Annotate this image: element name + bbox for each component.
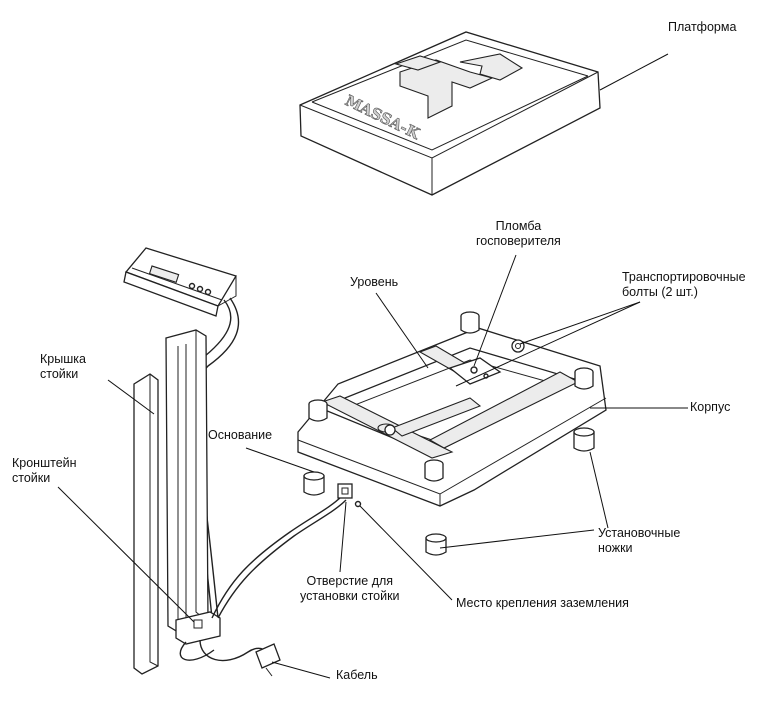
label-transport-bolts-line2: болты (2 шт.) — [622, 285, 698, 299]
label-stand-hole: Отверстие для установки стойки — [300, 574, 400, 604]
label-seal: Пломба госповерителя — [476, 219, 561, 249]
label-ground-point: Место крепления заземления — [456, 596, 629, 611]
label-cover: Крышка стойки — [40, 352, 86, 382]
label-level-text: Уровень — [350, 275, 399, 289]
label-transport-bolts: Транспортировочные болты (2 шт.) — [622, 270, 746, 300]
label-bracket-line1: Кронштейн — [12, 456, 77, 470]
label-bracket: Кронштейн стойки — [12, 456, 77, 486]
platform-drawing: MASSA-K — [299, 31, 601, 196]
label-bracket-line2: стойки — [12, 471, 51, 485]
label-base-text: Основание — [208, 428, 273, 442]
label-ground-point-text: Место крепления заземления — [456, 596, 629, 610]
label-cable-text: Кабель — [336, 668, 378, 682]
stand-drawing — [123, 247, 347, 677]
feet-drawing — [303, 427, 595, 556]
label-feet-line2: ножки — [598, 541, 633, 555]
label-cover-line1: Крышка — [40, 352, 86, 366]
label-stand-hole-line2: установки стойки — [300, 589, 400, 603]
label-base: Основание — [208, 428, 272, 443]
label-feet: Установочные ножки — [598, 526, 680, 556]
label-feet-line1: Установочные — [598, 526, 681, 540]
cable-plug — [255, 643, 281, 677]
label-seal-line2: госповерителя — [476, 234, 561, 248]
label-cable: Кабель — [336, 668, 378, 683]
label-cover-line2: стойки — [40, 367, 79, 381]
label-seal-line1: Пломба — [495, 219, 542, 233]
label-level: Уровень — [350, 275, 398, 290]
label-body-text: Корпус — [690, 400, 731, 414]
label-platform: Платформа — [668, 20, 736, 35]
scale-body-drawing — [297, 311, 607, 556]
label-stand-hole-line1: Отверстие для — [306, 574, 394, 588]
indicator-head — [123, 247, 237, 317]
leader-lines — [57, 53, 688, 679]
label-body: Корпус — [690, 400, 730, 415]
label-platform-text: Платформа — [668, 20, 737, 34]
label-transport-bolts-line1: Транспортировочные — [622, 270, 746, 284]
